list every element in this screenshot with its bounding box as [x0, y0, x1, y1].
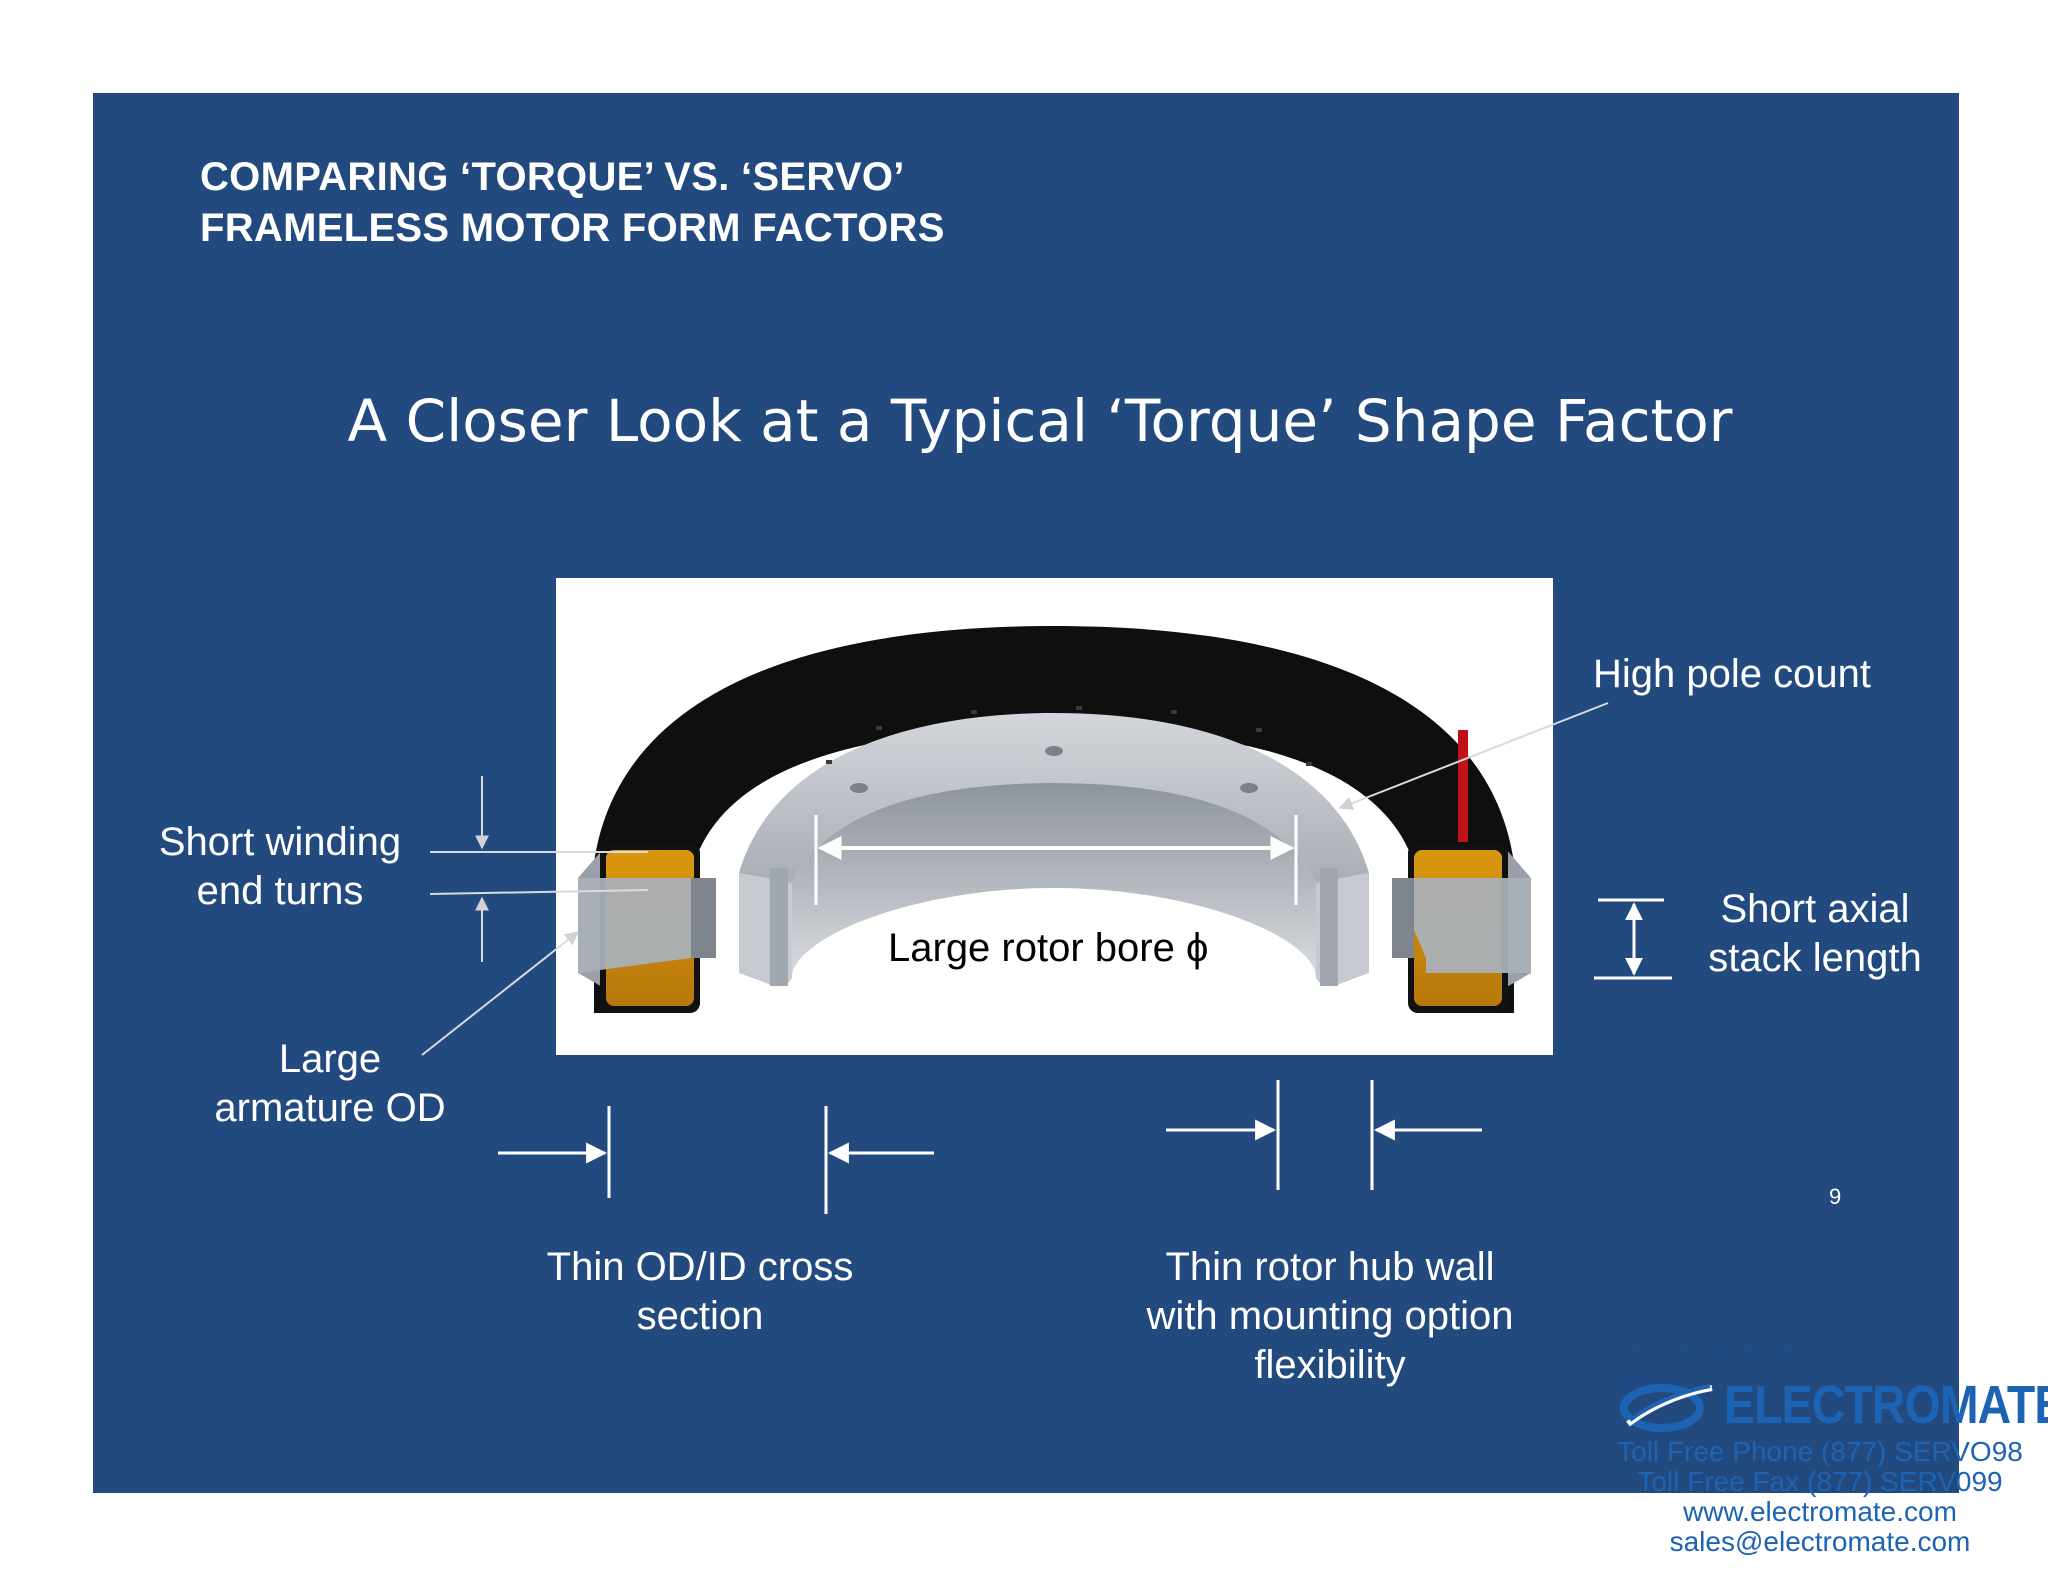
short-winding-line-2: end turns — [196, 869, 364, 913]
thin-rotor-hub-line-2: with mounting option — [1146, 1294, 1514, 1338]
electromate-logo: ELECTROMATE — [1616, 1370, 2048, 1440]
short-axial-line-1: Short axial — [1720, 887, 1910, 931]
short-winding-line-1: Short winding — [158, 820, 402, 864]
brand-name: ELECTROMATE — [1724, 1375, 2048, 1435]
header-line-1: COMPARING ‘TORQUE’ VS. ‘SERVO’ — [200, 155, 905, 199]
thin-rotor-hub-line-1: Thin rotor hub wall — [1165, 1245, 1495, 1289]
frameless-torque-motor-icon — [578, 626, 1531, 1013]
large-armature-line-2: armature OD — [214, 1086, 446, 1130]
website-link[interactable]: www.electromate.com — [1683, 1496, 1957, 1527]
thin-rotor-hub-label: Thin rotor hub wall with mounting option… — [1120, 1243, 1540, 1390]
thin-rotor-hub-line-3: flexibility — [1254, 1343, 1406, 1387]
slide-title: A Closer Look at a Typical ‘Torque’ Shap… — [347, 387, 1733, 455]
rotor-bore-dimension — [814, 815, 1298, 905]
large-armature-label: Large armature OD — [196, 1035, 464, 1133]
electromate-swoosh-icon — [1620, 1384, 1713, 1432]
rotor-bore-label: Large rotor bore ϕ — [888, 926, 1209, 970]
thin-rotor-hub-dimension — [1166, 1080, 1482, 1190]
distributor-sticker: Sold & Serviced By: ELECTROMATE Toll Fre… — [1600, 1330, 2048, 1570]
email-link[interactable]: sales@electromate.com — [1669, 1526, 1971, 1557]
slide-header: COMPARING ‘TORQUE’ VS. ‘SERVO’ FRAMELESS… — [200, 152, 945, 254]
short-axial-line-2: stack length — [1708, 936, 1922, 980]
short-axial-dimension — [1594, 898, 1672, 980]
large-armature-line-1: Large — [278, 1037, 382, 1081]
short-axial-label: Short axial stack length — [1695, 885, 1935, 983]
short-winding-label: Short winding end turns — [150, 818, 410, 916]
sold-serviced-text: Sold & Serviced By: — [1618, 1331, 1803, 1393]
header-line-2: FRAMELESS MOTOR FORM FACTORS — [200, 206, 945, 250]
motor-cutaway-image — [556, 578, 1553, 1055]
thin-od-id-line-1: Thin OD/ID cross — [546, 1245, 854, 1289]
thin-od-id-line-2: section — [636, 1294, 764, 1338]
thin-od-id-label: Thin OD/ID cross section — [520, 1243, 880, 1341]
toll-free-phone: Toll Free Phone (877) SERVO98 — [1617, 1436, 2023, 1467]
thin-od-id-dimension — [498, 1106, 934, 1214]
short-winding-leaders — [429, 776, 649, 962]
high-pole-count-label: High pole count — [1593, 652, 1871, 696]
large-armature-leader — [421, 931, 580, 1056]
high-pole-count-leader — [1338, 702, 1609, 810]
toll-free-fax: Toll Free Fax (877) SERV099 — [1637, 1466, 2003, 1497]
page-number: 9 — [1829, 1184, 1842, 1209]
